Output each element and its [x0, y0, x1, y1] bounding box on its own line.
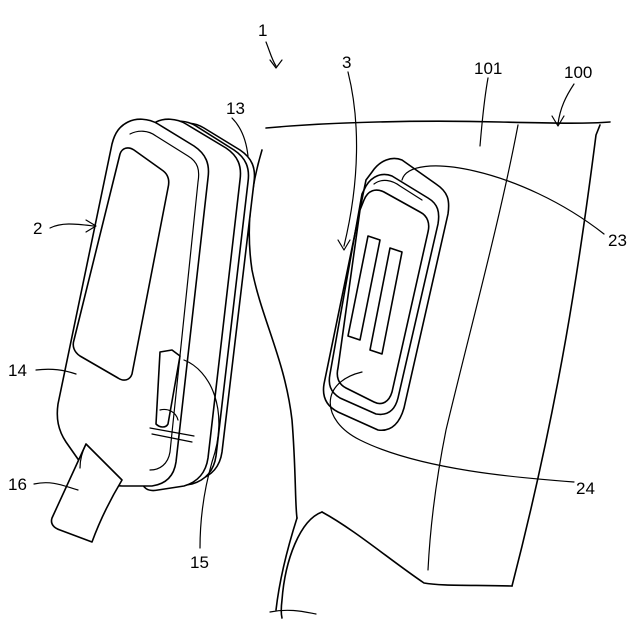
label-mount-base: 24 [576, 479, 595, 498]
holder-recess [337, 190, 428, 403]
label-holder: 3 [342, 53, 351, 72]
leader-24 [330, 372, 574, 482]
leader-23 [402, 166, 604, 234]
label-body-layer: 13 [226, 99, 245, 118]
sleeve-curve-inner [276, 518, 297, 610]
leader-100 [558, 84, 574, 124]
sleeve-curve-outer [281, 512, 322, 618]
leader-101 [480, 78, 488, 146]
label-panel: 14 [8, 361, 27, 380]
label-slot: 15 [190, 553, 209, 572]
leader-3 [344, 72, 357, 246]
leader-2 [50, 224, 94, 228]
label-assembly: 1 [258, 21, 267, 40]
label-device: 2 [33, 219, 42, 238]
label-strap: 16 [8, 475, 27, 494]
label-surface: 101 [474, 59, 502, 78]
garment-right-edge [512, 125, 600, 586]
leader-1 [266, 42, 276, 66]
garment [249, 121, 610, 618]
label-recess: 23 [608, 231, 627, 250]
sleeve-bottom-wave [270, 610, 316, 614]
device [51, 119, 254, 542]
leader-1-arrowhead [270, 60, 282, 68]
label-garment: 100 [564, 63, 592, 82]
garment-bottom-edge [322, 512, 512, 586]
garment-seam-line [428, 125, 518, 570]
garment-left-edge [249, 150, 297, 518]
holder [324, 159, 449, 431]
